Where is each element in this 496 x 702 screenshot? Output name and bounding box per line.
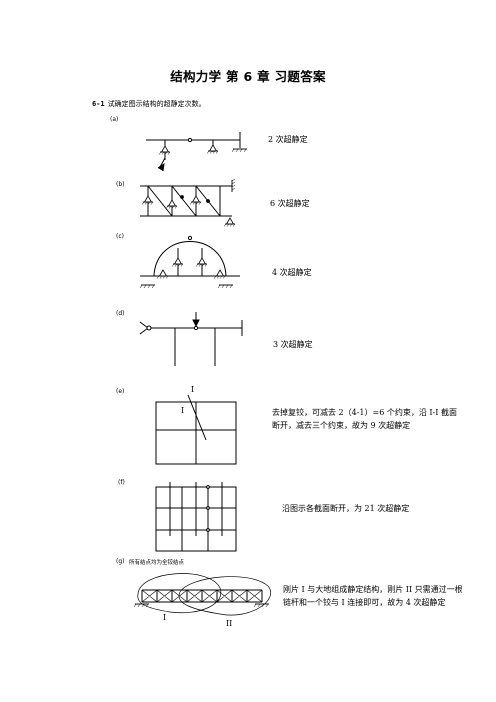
figure-f [155, 482, 237, 552]
figure-d [139, 312, 243, 366]
section-mark-top: I [191, 385, 195, 394]
figure-c [139, 235, 240, 289]
figure-label-g: (g) [116, 558, 125, 565]
answer-c: 4 次超静定 [272, 268, 312, 277]
problem-number: 6-1 [92, 100, 105, 108]
section-mark-left: I [181, 406, 185, 415]
figure-b [140, 178, 236, 227]
answer-e: 去掉复铰，可减去 2（4-1）=6 个约束，沿 I-I 截面断开，减去三个约束，… [272, 408, 457, 430]
answer-f: 沿图示各截面断开，为 21 次超静定 [282, 504, 410, 513]
figure-a [146, 132, 248, 172]
figure-label-c: (c) [116, 233, 124, 240]
figure-label-f: (f) [118, 479, 125, 486]
figure-label-d: (d) [116, 310, 125, 317]
answer-g: 刚片 I 与大地组成静定结构，刚片 II 只需通过一根链杆和一个铰与 I 连接即… [283, 585, 463, 607]
figure-g [133, 573, 271, 616]
rigid-body-mark-1: I [163, 613, 167, 622]
figure-g-note: 所有结点均为全铰结点 [129, 560, 185, 566]
answer-d: 3 次超静定 [273, 340, 313, 349]
figure-label-a: (a) [110, 116, 119, 123]
problem-text: 试确定图示结构的超静定次数。 [107, 100, 206, 108]
answer-b: 6 次超静定 [270, 199, 310, 208]
figure-e [155, 394, 237, 465]
page-title: 结构力学 第 6 章 习题答案 [170, 69, 326, 84]
rigid-body-mark-2: II [226, 619, 233, 628]
answer-a: 2 次超静定 [268, 135, 308, 144]
figure-label-b: (b) [116, 181, 125, 188]
figure-label-e: (e) [116, 388, 125, 395]
